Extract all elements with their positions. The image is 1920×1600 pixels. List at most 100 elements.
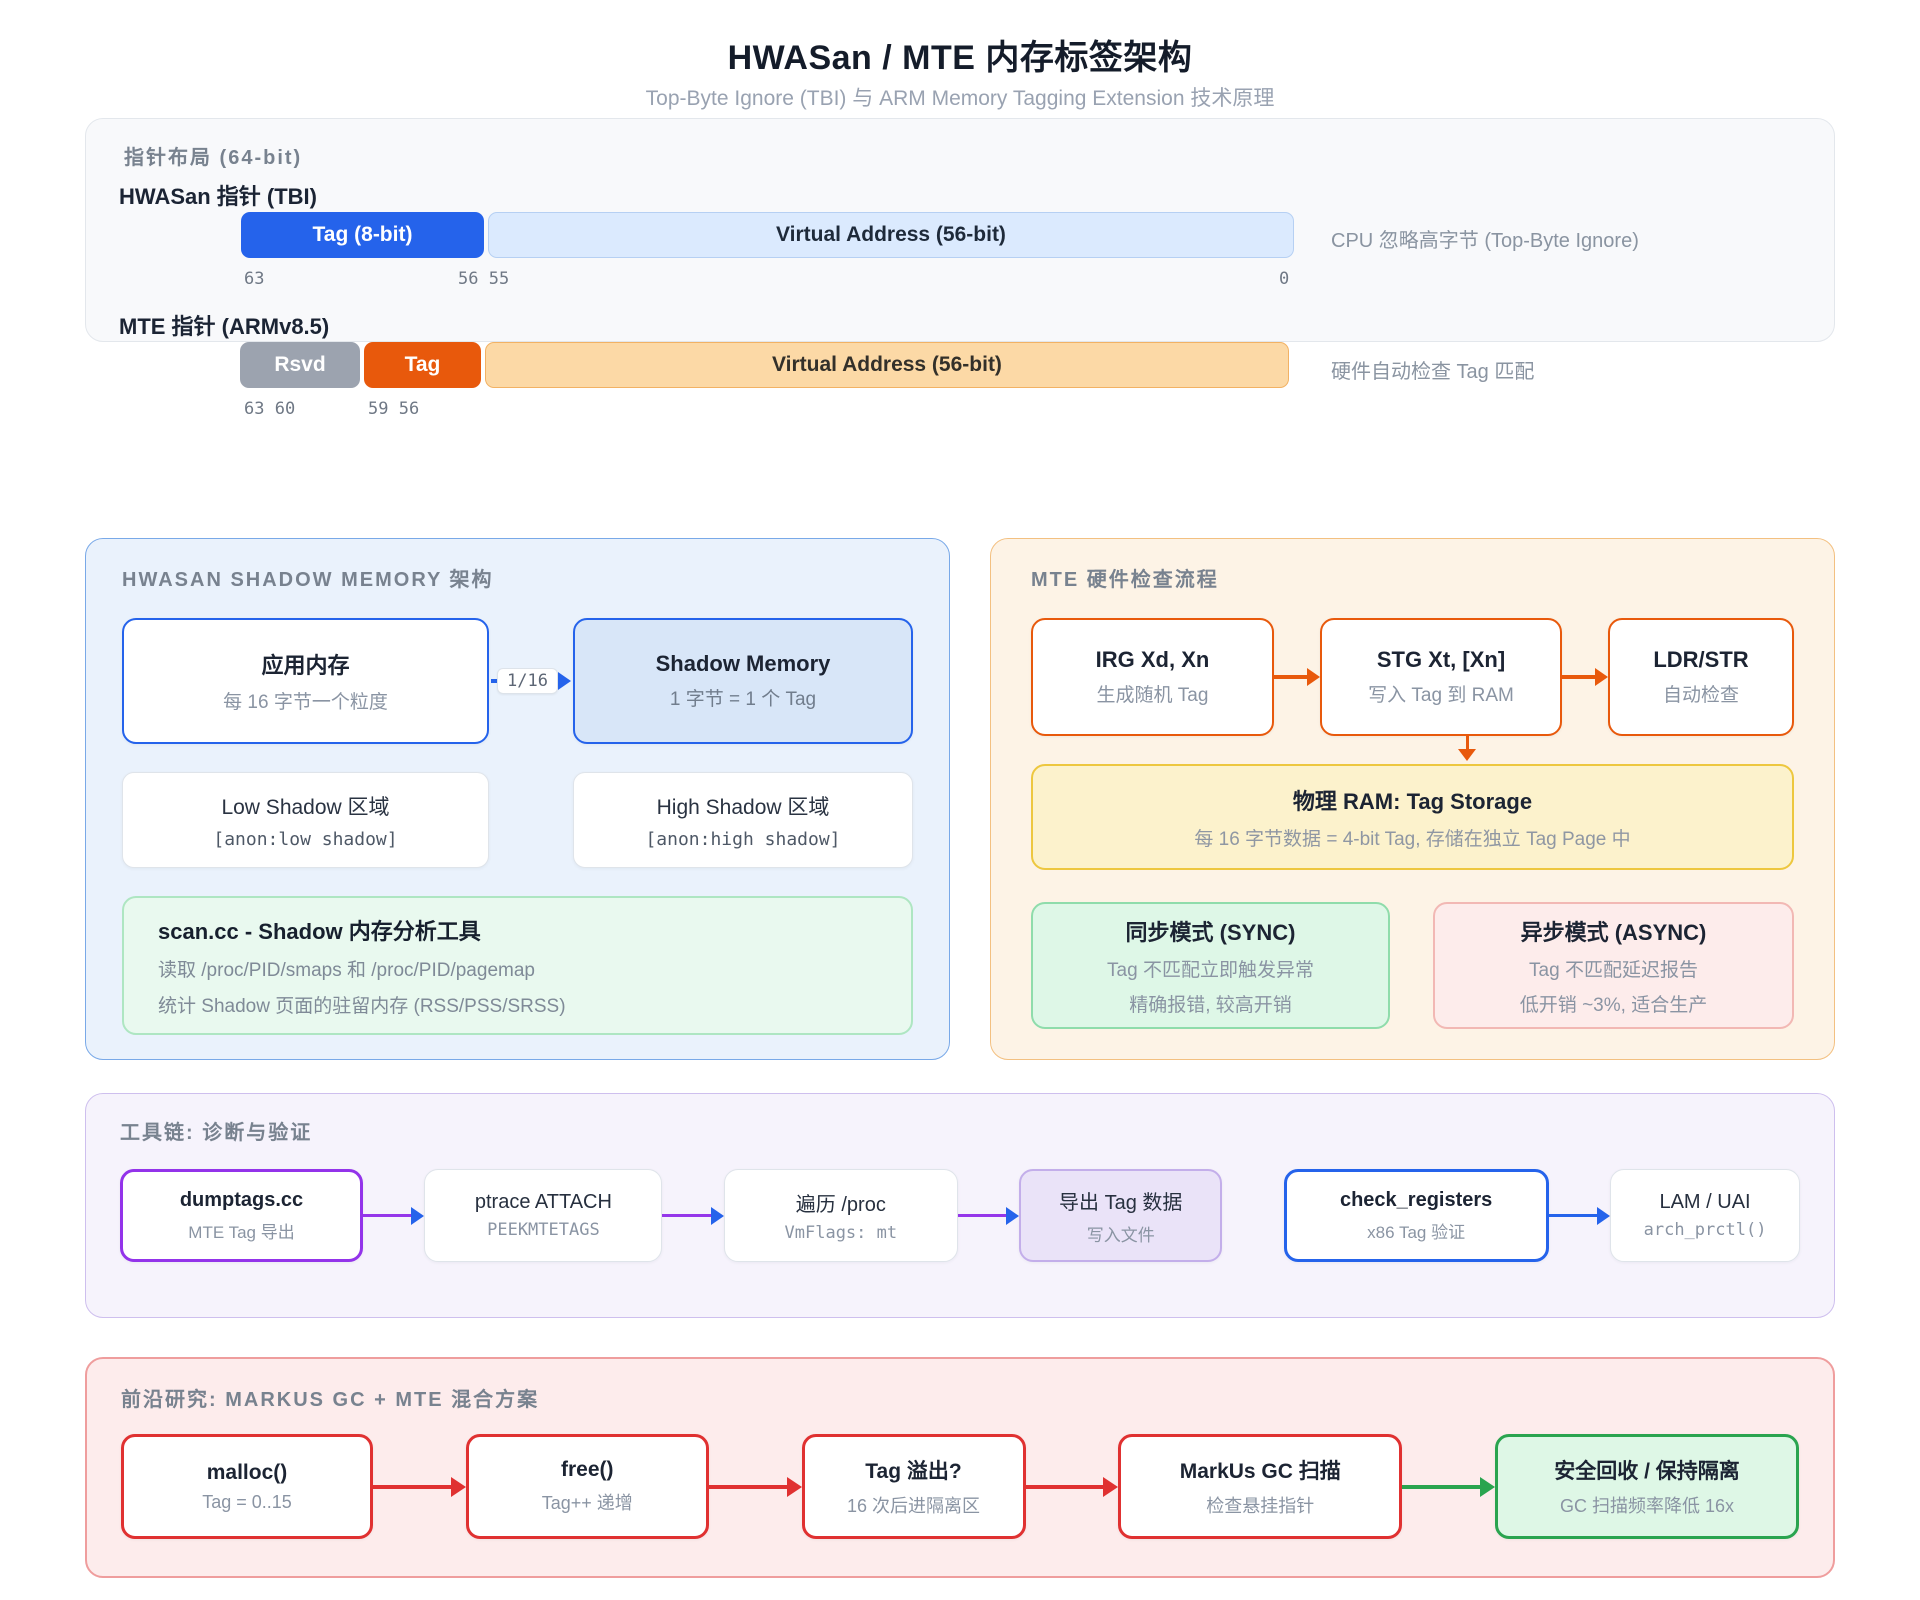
page-subtitle: Top-Byte Ignore (TBI) 与 ARM Memory Taggi… bbox=[645, 87, 1275, 110]
arrow-right-icon bbox=[708, 1434, 802, 1539]
mte-flow-header: MTE 硬件检查流程 bbox=[1031, 569, 1219, 591]
arrow-right-icon bbox=[1025, 1434, 1119, 1539]
safe-reclaim-title: 安全回收 / 保持隔离 bbox=[1554, 1460, 1740, 1483]
box-async-mode: 异步模式 (ASYNC) Tag 不匹配延迟报告 低开销 ~3%, 适合生产 bbox=[1433, 902, 1794, 1029]
lam-uai-sub: arch_prctl() bbox=[1643, 1220, 1767, 1240]
mte-pointer-label: MTE 指针 (ARMv8.5) bbox=[119, 314, 330, 339]
low-shadow-title: Low Shadow 区域 bbox=[221, 795, 390, 819]
scan-line2: 统计 Shadow 页面的驻留内存 (RSS/PSS/SRSS) bbox=[158, 995, 566, 1017]
box-sync-mode: 同步模式 (SYNC) Tag 不匹配立即触发异常 精确报错, 较高开销 bbox=[1031, 902, 1390, 1029]
box-ram-tag-storage: 物理 RAM: Tag Storage 每 16 字节数据 = 4-bit Ta… bbox=[1031, 764, 1794, 870]
ratio-badge: 1/16 bbox=[497, 668, 558, 694]
ptrace-title: ptrace ATTACH bbox=[474, 1191, 612, 1213]
dumptags-sub: MTE Tag 导出 bbox=[188, 1222, 295, 1242]
shadow-memory-sub: 1 字节 = 1 个 Tag bbox=[669, 689, 817, 710]
dumptags-title: dumptags.cc bbox=[179, 1188, 304, 1211]
irg-sub: 生成随机 Tag bbox=[1096, 685, 1209, 706]
panel-pointer-layout: 指针布局 (64-bit) HWASan 指针 (TBI) Tag (8-bit… bbox=[85, 118, 1835, 419]
async-line1: Tag 不匹配延迟报告 bbox=[1529, 959, 1698, 981]
box-export-tags: 导出 Tag 数据 写入文件 bbox=[1019, 1169, 1223, 1262]
hwasan-va-segment: Virtual Address (56-bit) bbox=[488, 212, 1294, 258]
arrow-down-icon bbox=[1458, 736, 1477, 761]
box-tag-overflow: Tag 溢出? 16 次后进隔离区 bbox=[801, 1434, 1026, 1539]
box-markus-gc: MarkUs GC 扫描 检查悬挂指针 bbox=[1118, 1434, 1403, 1539]
proc-walk-title: 遍历 /proc bbox=[795, 1194, 886, 1216]
box-low-shadow: Low Shadow 区域 [anon:low shadow] bbox=[122, 772, 489, 868]
hwasan-pointer-label: HWASan 指针 (TBI) bbox=[119, 184, 317, 209]
ratio-arrow: 1/16 bbox=[489, 618, 573, 744]
async-title: 异步模式 (ASYNC) bbox=[1520, 919, 1707, 945]
check-registers-sub: x86 Tag 验证 bbox=[1367, 1222, 1466, 1242]
mte-bit-6360: 63 60 bbox=[244, 399, 296, 419]
arrow-right-icon bbox=[557, 672, 571, 690]
malloc-title: malloc() bbox=[206, 1460, 288, 1484]
markus-gc-sub: 检查悬挂指针 bbox=[1206, 1496, 1315, 1516]
mte-va-segment: Virtual Address (56-bit) bbox=[485, 342, 1289, 388]
arrow-right-icon bbox=[363, 1169, 425, 1262]
pointer-layout-header: 指针布局 (64-bit) bbox=[124, 147, 303, 169]
panel-mte-flow: MTE 硬件检查流程 IRG Xd, Xn 生成随机 Tag STG Xt, [… bbox=[990, 538, 1835, 1060]
app-memory-title: 应用内存 bbox=[261, 653, 350, 678]
sync-line2: 精确报错, 较高开销 bbox=[1129, 994, 1292, 1016]
box-malloc: malloc() Tag = 0..15 bbox=[121, 1434, 373, 1539]
export-tags-title: 导出 Tag 数据 bbox=[1059, 1191, 1183, 1214]
page-title: HWASan / MTE 内存标签架构 bbox=[727, 39, 1193, 77]
mte-tag-segment: Tag bbox=[364, 342, 481, 388]
hwasan-bit-0: 0 bbox=[1279, 269, 1290, 289]
sync-title: 同步模式 (SYNC) bbox=[1125, 919, 1296, 945]
ldr-title: LDR/STR bbox=[1653, 647, 1749, 672]
check-registers-title: check_registers bbox=[1339, 1188, 1493, 1211]
arrow-right-icon bbox=[957, 1169, 1020, 1262]
box-free: free() Tag++ 递增 bbox=[465, 1434, 709, 1539]
box-ldr-str: LDR/STR 自动检查 bbox=[1608, 618, 1794, 736]
box-safe-reclaim: 安全回收 / 保持隔离 GC 扫描频率降低 16x bbox=[1495, 1434, 1799, 1539]
low-shadow-sub: [anon:low shadow] bbox=[213, 828, 398, 850]
toolchain-header: 工具链: 诊断与验证 bbox=[120, 1122, 313, 1144]
lam-uai-title: LAM / UAI bbox=[1659, 1191, 1751, 1213]
box-proc-walk: 遍历 /proc VmFlags: mt bbox=[723, 1169, 958, 1262]
irg-title: IRG Xd, Xn bbox=[1095, 647, 1210, 672]
proc-walk-sub: VmFlags: mt bbox=[784, 1223, 898, 1243]
panel-hwasan-shadow: HWASAN SHADOW MEMORY 架构 应用内存 每 16 字节一个粒度… bbox=[85, 538, 950, 1060]
box-app-memory: 应用内存 每 16 字节一个粒度 bbox=[122, 618, 489, 744]
safe-reclaim-sub: GC 扫描频率降低 16x bbox=[1559, 1496, 1735, 1516]
stg-title: STG Xt, [Xn] bbox=[1376, 647, 1506, 672]
research-header: 前沿研究: MARKUS GC + MTE 混合方案 bbox=[121, 1389, 540, 1411]
box-lam-uai: LAM / UAI arch_prctl() bbox=[1610, 1169, 1801, 1262]
ptrace-sub: PEEKMTETAGS bbox=[487, 1220, 600, 1240]
hwasan-tag-segment: Tag (8-bit) bbox=[241, 212, 484, 258]
app-memory-sub: 每 16 字节一个粒度 bbox=[223, 692, 388, 713]
sync-line1: Tag 不匹配立即触发异常 bbox=[1107, 959, 1314, 981]
hwasan-note: CPU 忽略高字节 (Top-Byte Ignore) bbox=[1331, 230, 1639, 252]
ram-sub: 每 16 字节数据 = 4-bit Tag, 存储在独立 Tag Page 中 bbox=[1194, 828, 1631, 850]
arrow-right-icon bbox=[1402, 1434, 1495, 1539]
arrow-right-icon bbox=[373, 1434, 466, 1539]
shadow-header: HWASAN SHADOW MEMORY 架构 bbox=[122, 569, 494, 591]
panel-research: 前沿研究: MARKUS GC + MTE 混合方案 malloc() Tag … bbox=[85, 1357, 1835, 1578]
box-irg: IRG Xd, Xn 生成随机 Tag bbox=[1031, 618, 1274, 736]
mte-note: 硬件自动检查 Tag 匹配 bbox=[1331, 361, 1535, 383]
box-stg: STG Xt, [Xn] 写入 Tag 到 RAM bbox=[1320, 618, 1562, 736]
free-sub: Tag++ 递增 bbox=[541, 1493, 633, 1513]
mte-pointer-bar: Rsvd Tag Virtual Address (56-bit) bbox=[240, 342, 1289, 388]
arrow-right-icon bbox=[662, 1169, 724, 1262]
flow-gap bbox=[1222, 1169, 1283, 1262]
arrow-right-icon bbox=[1274, 618, 1320, 736]
tag-overflow-title: Tag 溢出? bbox=[865, 1460, 962, 1483]
box-dumptags: dumptags.cc MTE Tag 导出 bbox=[120, 1169, 363, 1262]
high-shadow-title: High Shadow 区域 bbox=[656, 795, 830, 819]
panel-toolchain: 工具链: 诊断与验证 dumptags.cc MTE Tag 导出 ptrace… bbox=[85, 1093, 1835, 1318]
scan-title: scan.cc - Shadow 内存分析工具 bbox=[158, 918, 481, 944]
hwasan-pointer-bar: Tag (8-bit) Virtual Address (56-bit) bbox=[241, 212, 1294, 258]
ldr-sub: 自动检查 bbox=[1662, 685, 1739, 706]
box-ptrace: ptrace ATTACH PEEKMTETAGS bbox=[424, 1169, 663, 1262]
malloc-sub: Tag = 0..15 bbox=[202, 1491, 292, 1512]
shadow-memory-title: Shadow Memory bbox=[655, 651, 831, 676]
scan-line1: 读取 /proc/PID/smaps 和 /proc/PID/pagemap bbox=[158, 959, 535, 981]
markus-gc-title: MarkUs GC 扫描 bbox=[1179, 1460, 1341, 1483]
async-line2: 低开销 ~3%, 适合生产 bbox=[1519, 994, 1708, 1016]
arrow-right-icon bbox=[1548, 1169, 1611, 1262]
box-high-shadow: High Shadow 区域 [anon:high shadow] bbox=[573, 772, 913, 868]
tag-overflow-sub: 16 次后进隔离区 bbox=[846, 1496, 981, 1516]
